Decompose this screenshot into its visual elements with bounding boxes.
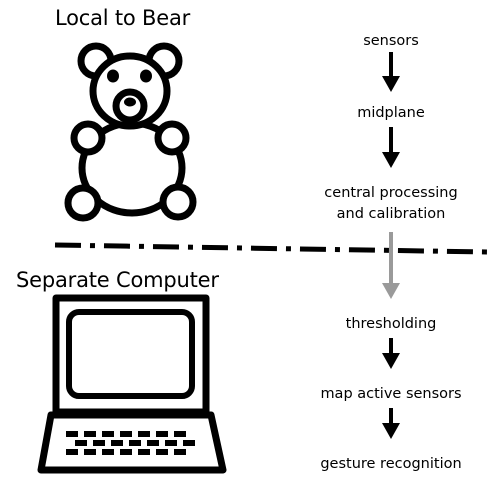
- step-map-active-sensors: map active sensors: [320, 386, 462, 402]
- laptop-computer-icon: [37, 294, 227, 474]
- teddy-bear-face: [107, 69, 152, 107]
- arrow-map-to-gesture: [382, 408, 400, 439]
- teddy-bear-icon: [64, 42, 197, 222]
- separate-computer-title: Separate Computer: [16, 268, 219, 292]
- step-thresholding: thresholding: [345, 316, 437, 332]
- step-midplane: midplane: [357, 105, 425, 121]
- step-gesture-recognition: gesture recognition: [320, 456, 462, 472]
- step-sensors: sensors: [363, 33, 419, 49]
- arrow-thresholding-to-map: [382, 338, 400, 369]
- boundary-divider: [54, 242, 489, 255]
- arrow-sensors-to-midplane: [382, 52, 400, 92]
- local-to-bear-title: Local to Bear: [55, 6, 191, 30]
- step-central-processing: central processing and calibration: [324, 185, 458, 222]
- arrow-midplane-to-central: [382, 127, 400, 168]
- arrow-central-to-thresholding: [382, 232, 400, 299]
